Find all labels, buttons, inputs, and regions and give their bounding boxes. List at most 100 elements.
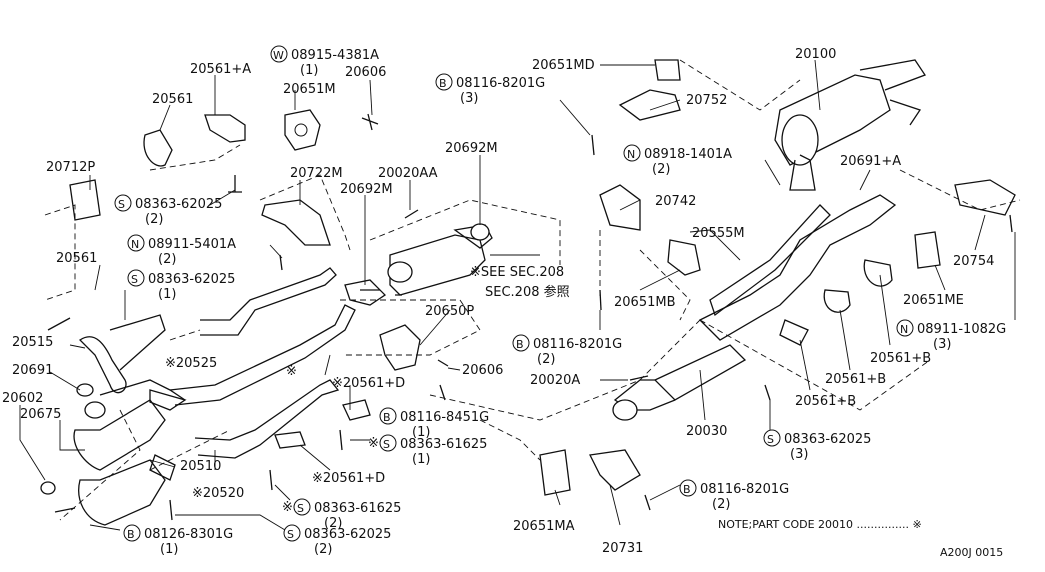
label-20561-left: 20561 bbox=[56, 251, 97, 266]
label-20651m: 20651M bbox=[283, 82, 336, 97]
rear-muffler-assembly bbox=[599, 59, 926, 231]
prefix-s-6: S bbox=[767, 433, 774, 446]
label-08116-8201g-c: 08116-8201G bbox=[533, 337, 622, 352]
label-20020aa: 20020AA bbox=[378, 166, 438, 181]
label-08126-8301g-qty: (1) bbox=[160, 542, 178, 557]
label-sec-208-ref: SEC.208 参照 bbox=[485, 284, 570, 300]
label-20722m: 20722M bbox=[290, 166, 343, 181]
label-20742: 20742 bbox=[655, 194, 696, 209]
prefix-b-5: B bbox=[683, 483, 691, 496]
label-08911-1082g-qty: (3) bbox=[933, 337, 951, 352]
n-prefix-circle-3 bbox=[896, 319, 914, 337]
s-prefix-circle-4 bbox=[379, 434, 397, 452]
label-08363-61625-a-qty: (1) bbox=[412, 452, 430, 467]
label-08363-61625-b: 08363-61625 bbox=[314, 501, 401, 516]
label-08918-1401a: 08918-1401A bbox=[644, 147, 732, 162]
prefix-n-1: N bbox=[131, 238, 139, 251]
label-20651mb: 20651MB bbox=[614, 295, 676, 310]
mark-asterisk-center: ※ bbox=[286, 364, 297, 379]
s-prefix-circle-2 bbox=[127, 269, 145, 287]
diagram-code: A200J 0015 bbox=[940, 546, 1003, 559]
w-prefix-circle bbox=[270, 45, 288, 63]
label-20712p: 20712P bbox=[46, 160, 95, 175]
label-20030: 20030 bbox=[686, 424, 727, 439]
prefix-s-4: S bbox=[383, 438, 390, 451]
label-08363-62025-b-qty: (1) bbox=[158, 287, 176, 302]
leader-lines bbox=[19, 59, 1016, 531]
prefix-s-5: S bbox=[297, 502, 304, 515]
label-08363-62025-a: 08363-62025 bbox=[135, 197, 222, 212]
label-20520: ※20520 bbox=[192, 486, 244, 501]
label-08363-62025-f-qty: (3) bbox=[790, 447, 808, 462]
prefix-b-2: B bbox=[383, 411, 391, 424]
label-20606-mid: 20606 bbox=[462, 363, 503, 378]
prefix-w: W bbox=[273, 49, 284, 62]
label-08363-62025-b: 08363-62025 bbox=[148, 272, 235, 287]
label-20731: 20731 bbox=[602, 541, 643, 556]
label-20100: 20100 bbox=[795, 47, 836, 62]
b-prefix-circle-4 bbox=[512, 334, 530, 352]
prefix-b-3: B bbox=[439, 77, 447, 90]
label-20651me: 20651ME bbox=[903, 293, 964, 308]
label-08116-8451g: 08116-8451G bbox=[400, 410, 489, 425]
label-20561-b-1: 20561+B bbox=[870, 351, 931, 366]
label-08363-62025-a-qty: (2) bbox=[145, 212, 163, 227]
label-20020a: 20020A bbox=[530, 373, 580, 388]
label-20691-a: 20691+A bbox=[840, 154, 901, 169]
b-prefix-circle-2 bbox=[379, 407, 397, 425]
label-20561-top: 20561 bbox=[152, 92, 193, 107]
label-08116-8201g-d: 08116-8201G bbox=[700, 482, 789, 497]
label-20515: 20515 bbox=[12, 335, 53, 350]
label-see-sec-208: ※SEE SEC.208 bbox=[470, 265, 564, 280]
label-20561-a: 20561+A bbox=[190, 62, 251, 77]
label-08915-4381a: 08915-4381A bbox=[291, 48, 379, 63]
label-20650p: 20650P bbox=[425, 304, 474, 319]
label-08116-8201g-d-qty: (2) bbox=[712, 497, 730, 512]
s-prefix-circle-1 bbox=[114, 194, 132, 212]
b-prefix-circle-1 bbox=[123, 524, 141, 542]
mark-asterisk-s5: ※ bbox=[282, 500, 293, 515]
mark-asterisk-s4: ※ bbox=[368, 436, 379, 451]
prefix-n-2: N bbox=[627, 148, 635, 161]
label-20602: 20602 bbox=[2, 391, 43, 406]
prefix-s-2: S bbox=[131, 273, 138, 286]
label-20752: 20752 bbox=[686, 93, 727, 108]
label-20561-b-3: 20561+B bbox=[795, 394, 856, 409]
label-08911-1082g: 08911-1082G bbox=[917, 322, 1006, 337]
label-08126-8301g: 08126-8301G bbox=[144, 527, 233, 542]
label-08116-8201g-a-qty: (3) bbox=[460, 91, 478, 106]
prefix-b-4: B bbox=[516, 338, 524, 351]
n-prefix-circle-2 bbox=[623, 144, 641, 162]
label-08363-62025-c: 08363-62025 bbox=[304, 527, 391, 542]
part-labels: 20561+A W 08915-4381A (1) 20606 20651M 2… bbox=[2, 45, 1006, 559]
fasteners bbox=[47, 113, 1013, 521]
s-prefix-circle-5 bbox=[293, 498, 311, 516]
center-pipe-assembly bbox=[169, 267, 402, 459]
label-20692m-b: 20692M bbox=[340, 182, 393, 197]
label-20510: 20510 bbox=[180, 459, 221, 474]
catalytic-converter bbox=[387, 209, 493, 296]
label-20651ma: 20651MA bbox=[513, 519, 575, 534]
label-20561-b-2: 20561+B bbox=[825, 372, 886, 387]
label-08918-1401a-qty: (2) bbox=[652, 162, 670, 177]
upper-brackets bbox=[69, 109, 421, 449]
label-08363-62025-f: 08363-62025 bbox=[784, 432, 871, 447]
prefix-b-1: B bbox=[127, 528, 135, 541]
b-prefix-circle-3 bbox=[435, 73, 453, 91]
label-08363-61625-a: 08363-61625 bbox=[400, 437, 487, 452]
label-08911-5401a-qty: (2) bbox=[158, 252, 176, 267]
label-20691: 20691 bbox=[12, 363, 53, 378]
label-20561-d-a: ※20561+D bbox=[332, 376, 405, 391]
b-prefix-circle-5 bbox=[679, 479, 697, 497]
prefix-n-3: N bbox=[900, 323, 908, 336]
label-08911-5401a: 08911-5401A bbox=[148, 237, 236, 252]
front-pipe-assembly bbox=[40, 314, 187, 526]
label-20561-d-b: ※20561+D bbox=[312, 471, 385, 486]
prefix-s-1: S bbox=[118, 198, 125, 211]
label-20525: ※20525 bbox=[165, 356, 217, 371]
label-20606-top: 20606 bbox=[345, 65, 386, 80]
label-08915-qty: (1) bbox=[300, 63, 318, 78]
label-08116-8451g-qty: (1) bbox=[412, 425, 430, 440]
main-tailpipe bbox=[539, 179, 1016, 496]
